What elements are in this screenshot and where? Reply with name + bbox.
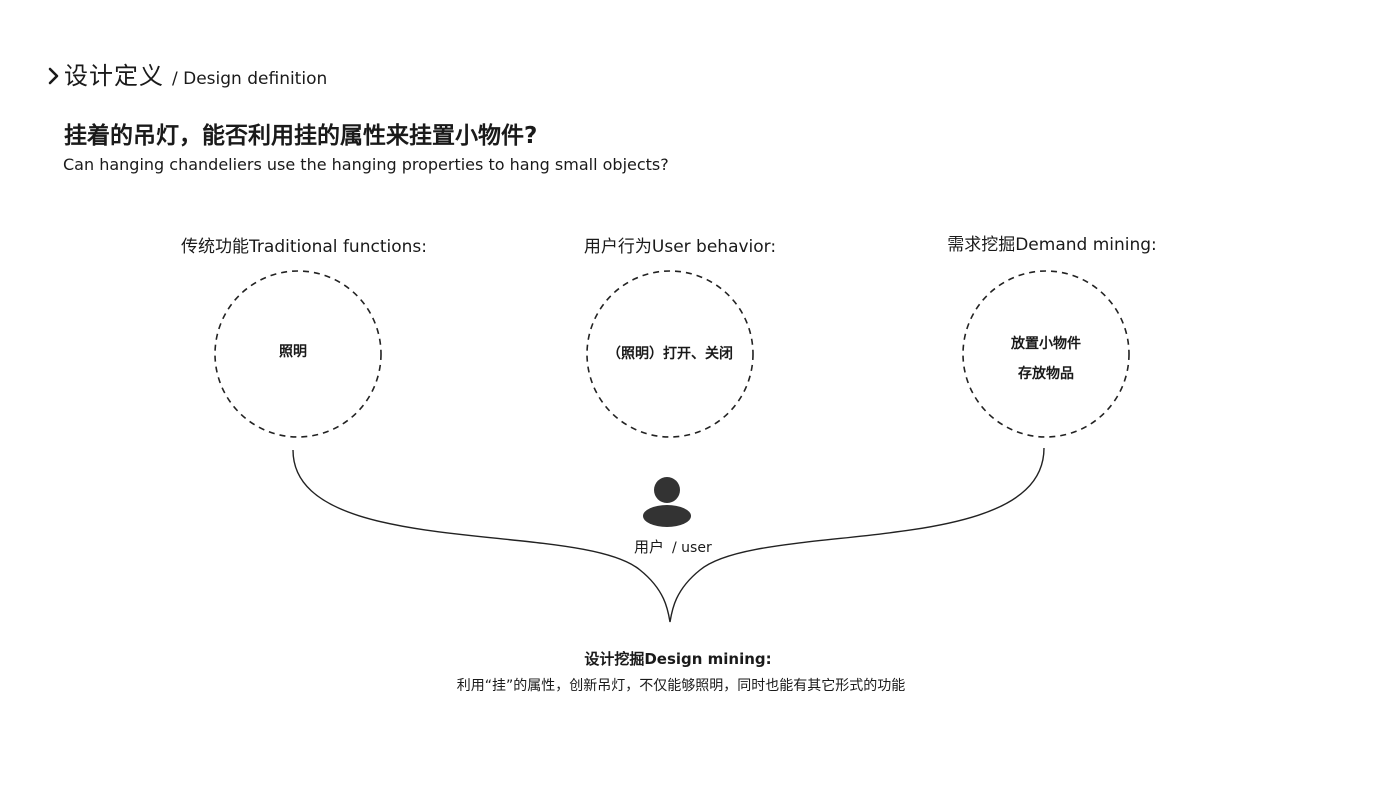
brace-connector	[292, 447, 1045, 623]
demand-circle	[962, 270, 1130, 438]
user-label-en: / user	[672, 540, 712, 556]
behavior-circle	[586, 270, 754, 438]
traditional-content: 照明	[279, 337, 307, 367]
design-mining-title: 设计挖掘Design mining:	[584, 650, 772, 668]
chevron-right-icon	[48, 67, 59, 85]
demand-mining-label: 需求挖掘Demand mining:	[947, 235, 1157, 255]
demand-item: 放置小物件	[1011, 336, 1081, 352]
section-header: 设计定义 / Design definition	[48, 56, 327, 91]
traditional-functions-label: 传统功能Traditional functions:	[181, 237, 427, 257]
design-mining-text: 利用“挂”的属性，创新吊灯，不仅能够照明，同时也能有其它形式的功能	[456, 678, 906, 694]
user-label: 用户 / user	[634, 536, 712, 557]
question-zh: 挂着的吊灯，能否利用挂的属性来挂置小物件?	[64, 123, 538, 149]
behavior-item: （照明）打开、关闭	[607, 346, 733, 362]
user-icon	[643, 477, 691, 527]
user-behavior-label: 用户行为User behavior:	[583, 237, 777, 257]
traditional-item: 照明	[279, 344, 307, 360]
section-title: 设计定义	[64, 62, 164, 90]
section-subtitle: / Design definition	[172, 69, 328, 89]
demand-item: 存放物品	[1018, 366, 1074, 382]
behavior-content: （照明）打开、关闭	[607, 339, 733, 369]
user-label-zh: 用户	[634, 538, 665, 556]
demand-content: 放置小物件 存放物品	[1011, 329, 1081, 389]
traditional-circle	[214, 270, 382, 438]
question-en: Can hanging chandeliers use the hanging …	[63, 155, 669, 174]
